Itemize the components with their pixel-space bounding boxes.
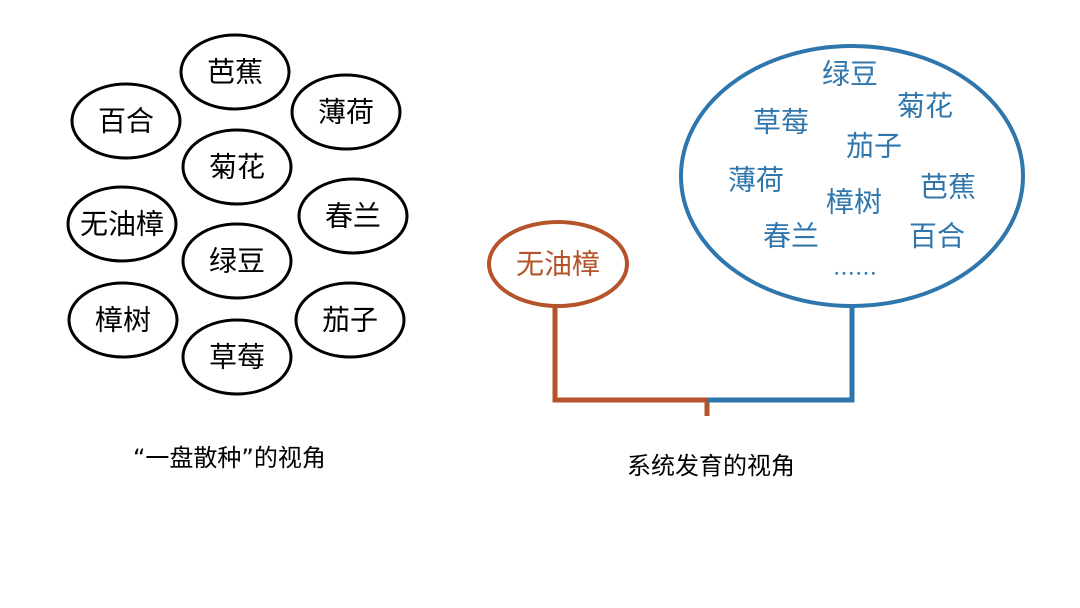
ingroup-member-bajiao: 芭蕉 [920, 171, 976, 204]
scatter-node-label: 绿豆 [209, 245, 265, 278]
ingroup-member-caomei: 草莓 [753, 106, 809, 139]
scatter-node-label: 百合 [98, 105, 154, 138]
scatter-node-label: 春兰 [325, 200, 381, 233]
scatter-node-ellipse [66, 185, 178, 263]
scatter-node-chunlan: 春兰 [297, 177, 409, 255]
scatter-node-label: 无油樟 [80, 208, 164, 241]
scatter-node-label: 芭蕉 [207, 56, 263, 89]
ingroup-member-baihe: 百合 [909, 220, 965, 253]
scatter-node-wuyouzhang: 无油樟 [66, 185, 178, 263]
scatter-node-baihe: 百合 [70, 82, 182, 160]
ingroup-member-qiezi: 茄子 [846, 130, 902, 163]
scatter-node-ellipse [67, 281, 179, 359]
ingroup-member-lvdou: 绿豆 [822, 58, 878, 91]
scatter-node-ellipse [297, 177, 409, 255]
scatter-node-label: 茄子 [322, 304, 378, 337]
ingroup-member-bohe: 薄荷 [728, 164, 784, 197]
ingroup-member-zhangshu: 樟树 [826, 186, 882, 219]
ingroup-member-juhua: 菊花 [897, 90, 953, 123]
phylogeny-view-caption: 系统发育的视角 [627, 452, 795, 480]
ingroup-ellipse [679, 44, 1025, 308]
scatter-node-ellipse [181, 222, 293, 300]
scatter-node-qiezi: 茄子 [294, 281, 406, 359]
scatter-node-lvdou: 绿豆 [181, 222, 293, 300]
scatter-node-bohe: 薄荷 [290, 73, 402, 151]
scatter-node-ellipse [70, 82, 182, 160]
scatter-node-ellipse [181, 128, 293, 206]
outgroup-ellipse [487, 220, 629, 308]
outgroup-branch [552, 305, 710, 416]
scatter-node-ellipse [179, 33, 291, 111]
ingroup-member-chunlan: 春兰 [763, 220, 819, 253]
scatter-node-ellipse [294, 281, 406, 359]
scatter-node-label: 草莓 [209, 341, 265, 374]
scatter-node-ellipse [290, 73, 402, 151]
ingroup-ellipsis: …… [833, 256, 877, 281]
scatter-node-label: 菊花 [209, 151, 265, 184]
outgroup-label: 无油樟 [516, 248, 600, 281]
ingroup-branch [707, 306, 855, 403]
scatter-node-juhua: 菊花 [181, 128, 293, 206]
scatter-node-bajiao: 芭蕉 [179, 33, 291, 111]
scatter-node-ellipse [181, 318, 293, 396]
scatter-node-label: 樟树 [95, 304, 151, 337]
scatter-node-caomei: 草莓 [181, 318, 293, 396]
scatter-node-zhangshu: 樟树 [67, 281, 179, 359]
scatter-node-label: 薄荷 [318, 96, 374, 129]
scatter-view-caption: “一盘散种”的视角 [133, 444, 326, 472]
